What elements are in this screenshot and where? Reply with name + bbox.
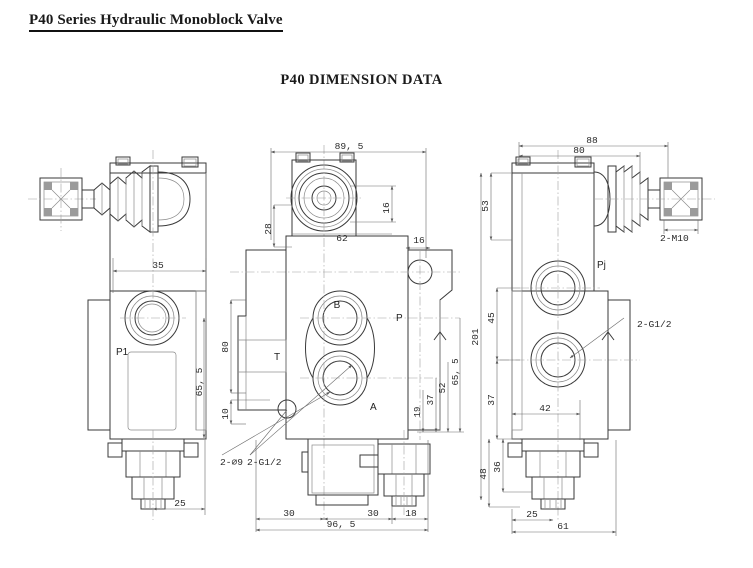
dimension-53: 53 (480, 172, 512, 241)
dim-label: 61 (557, 521, 569, 532)
dimension-45: 45 (486, 287, 520, 361)
valve-main-body-right (500, 150, 640, 520)
dim-label: 35 (152, 260, 164, 271)
valve-upper-body-right (511, 156, 595, 292)
dimension-10: 10 (220, 399, 270, 425)
dimension-80: 80 (220, 299, 246, 394)
dimension-stack-right: 19 37 52 65, 5 (413, 318, 464, 433)
dimension-96-5: 96, 5 (255, 519, 429, 532)
dim-label: 36 (492, 461, 503, 473)
relief-valve-assembly-front (301, 430, 431, 515)
port-label-pj: Pj (597, 260, 606, 271)
dimension-61: 61 (511, 440, 617, 536)
dimension-62: 62 (292, 233, 392, 244)
dim-label: 65, 5 (451, 358, 461, 385)
callout-2-m10: 2-M10 (660, 233, 689, 244)
dimension-2-m10: 2-M10 (660, 220, 699, 244)
dim-label: 62 (336, 233, 348, 244)
left-side-view: 35 65, 5 25 P1 (28, 150, 207, 520)
dim-label: 80 (573, 145, 585, 156)
lever-bellows-boot (93, 165, 151, 233)
dim-label: 25 (526, 509, 538, 520)
spool-cap (149, 165, 191, 233)
dimension-65-5: 65, 5 (194, 317, 206, 439)
valve-main-body (87, 290, 207, 440)
dim-label: 18 (405, 508, 417, 519)
port-label-a: A (370, 402, 377, 413)
sheet-title: P40 DIMENSION DATA (0, 72, 753, 89)
dimension-16-right: 16 (405, 235, 431, 250)
dimension-88: 88 (518, 135, 669, 178)
dim-label: 28 (263, 223, 274, 235)
front-view: 89, 5 28 16 62 16 80 (220, 141, 464, 532)
relief-valve-assembly-right (507, 438, 599, 510)
valve-front-body (221, 145, 460, 520)
dim-label: 65, 5 (194, 367, 205, 396)
dim-label: 19 (413, 407, 423, 418)
lever-flange-icon (28, 168, 96, 231)
port-label-b: B (334, 300, 341, 311)
dim-label: 42 (539, 403, 551, 414)
dim-label: 52 (438, 383, 448, 394)
dim-label: 45 (486, 312, 497, 324)
dim-label: 25 (174, 498, 186, 509)
dim-label: 201 (470, 328, 481, 346)
dimension-30-right: 30 (323, 506, 393, 524)
callout-2-g12-front: 2-G1/2 (247, 457, 282, 468)
dim-label: 10 (220, 408, 231, 420)
dim-label: 53 (480, 200, 491, 212)
dimension-48: 48 (478, 438, 520, 508)
lever-flange-icon-right (594, 177, 715, 221)
right-side-view: 88 80 53 201 45 37 (470, 135, 715, 536)
callout-2-dia-9: 2-⌀9 (220, 457, 243, 468)
dimension-28: 28 (263, 204, 292, 248)
dim-label: 16 (381, 202, 392, 214)
dimension-42: 42 (511, 400, 581, 440)
dim-label: 16 (413, 235, 425, 246)
dim-label: 96, 5 (327, 519, 356, 530)
dimension-36: 36 (492, 438, 532, 493)
spool-cap-right (593, 165, 715, 233)
dim-label: 48 (478, 468, 489, 480)
dimension-25: 25 (152, 440, 206, 515)
dimension-89-5: 89, 5 (270, 141, 427, 258)
port-label-p: P (396, 313, 403, 324)
dim-label: 88 (586, 135, 598, 146)
dimension-80-right: 80 (518, 145, 641, 172)
dim-label: 30 (283, 508, 295, 519)
dim-label: 37 (426, 395, 436, 406)
page-title: P40 Series Hydraulic Monoblock Valve (29, 12, 283, 32)
dimension-37-right: 37 (486, 359, 520, 440)
relief-valve-assembly (107, 430, 199, 520)
callout-2-g12-right: 2-G1/2 (637, 319, 672, 330)
port-label-p1: P1 (116, 347, 129, 358)
dimension-30-left: 30 (255, 440, 325, 532)
dimension-35: 35 (112, 258, 207, 293)
sheet-title-text: P40 DIMENSION DATA (280, 72, 443, 88)
dim-label: 30 (367, 508, 379, 519)
dimension-16-upper: 16 (350, 185, 396, 223)
dimension-25-right: 25 (511, 509, 554, 534)
dimension-18: 18 (391, 440, 429, 532)
dim-label: 37 (486, 394, 497, 406)
dim-label: 80 (220, 341, 231, 353)
dimension-201: 201 (470, 172, 483, 501)
dim-label: 89, 5 (335, 141, 364, 152)
port-label-t: T (274, 352, 280, 363)
